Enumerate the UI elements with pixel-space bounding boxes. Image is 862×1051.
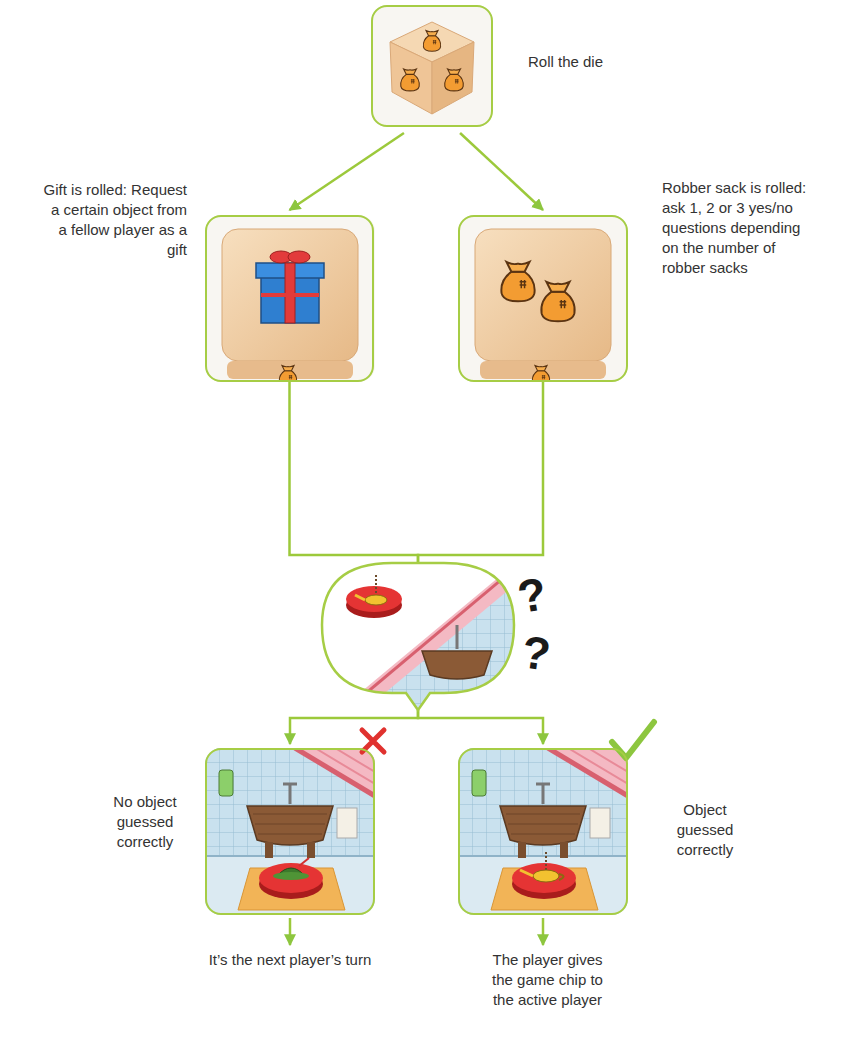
node-text: Object guessed correctly [665, 800, 745, 860]
question-mark: ? [519, 628, 553, 677]
bubble-picture [322, 563, 514, 710]
photo-ground [371, 5, 493, 127]
bubble-outline [322, 563, 514, 710]
node-text: Gift is rolled: Request a certain object… [41, 180, 187, 260]
flow-connector [542, 918, 545, 945]
check-mark [612, 722, 654, 758]
die-box: Roll the die [371, 5, 493, 127]
node-text: It’s the next player’s turn [180, 950, 400, 970]
sack-die-picture [458, 215, 628, 382]
flow-connector [418, 382, 543, 563]
flow-connector [418, 710, 543, 744]
node-text: No object guessed correctly [105, 792, 185, 852]
node-text: Robber sack is rolled: ask 1, 2 or 3 yes… [662, 178, 817, 278]
question-mark: ? [514, 570, 550, 620]
wrong-guess-picture [205, 748, 375, 915]
gift-die-picture [205, 215, 375, 382]
sack-icon [401, 69, 420, 91]
sack-icon [423, 31, 440, 52]
die-box: Gift is rolled: Request a certain object… [205, 215, 374, 382]
flow-connector [290, 710, 418, 744]
flow-connector [290, 133, 404, 210]
result-box: No object guessed correctly [205, 748, 375, 915]
result-box: Object guessed correctly [458, 748, 628, 915]
flow-connector [290, 382, 419, 563]
speech-bubble [322, 563, 514, 710]
bubble-outline [322, 563, 514, 710]
die-face [432, 42, 474, 114]
die-face [390, 42, 432, 114]
flow-connector [460, 133, 543, 210]
outcome-text: It’s the next player’s turn [180, 950, 400, 970]
sack-icon [445, 69, 464, 91]
node-text: The player gives the game chip to the ac… [490, 950, 605, 1010]
die-roll-picture [371, 5, 493, 127]
die-box: Robber sack is rolled: ask 1, 2 or 3 yes… [458, 215, 628, 382]
flow-connector [289, 918, 292, 945]
outcome-text: The player gives the game chip to the ac… [490, 950, 605, 1010]
node-text: Roll the die [528, 52, 648, 72]
right-guess-picture [458, 748, 628, 915]
